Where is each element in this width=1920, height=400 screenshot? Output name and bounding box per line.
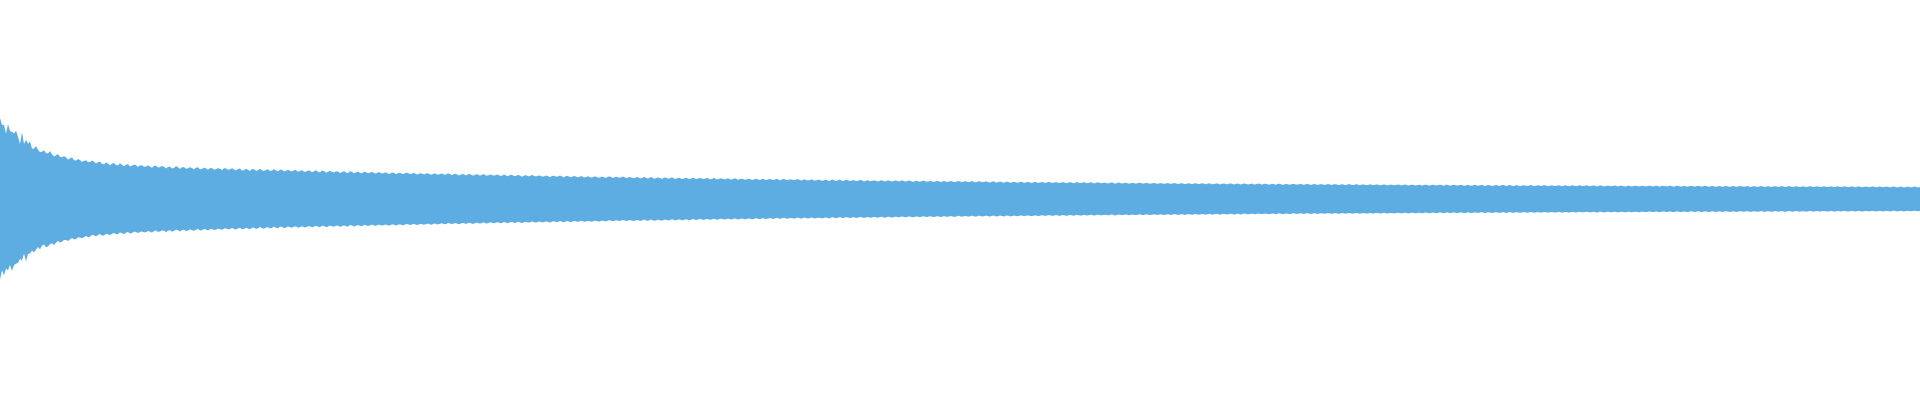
waveform-envelope [0,118,1920,280]
